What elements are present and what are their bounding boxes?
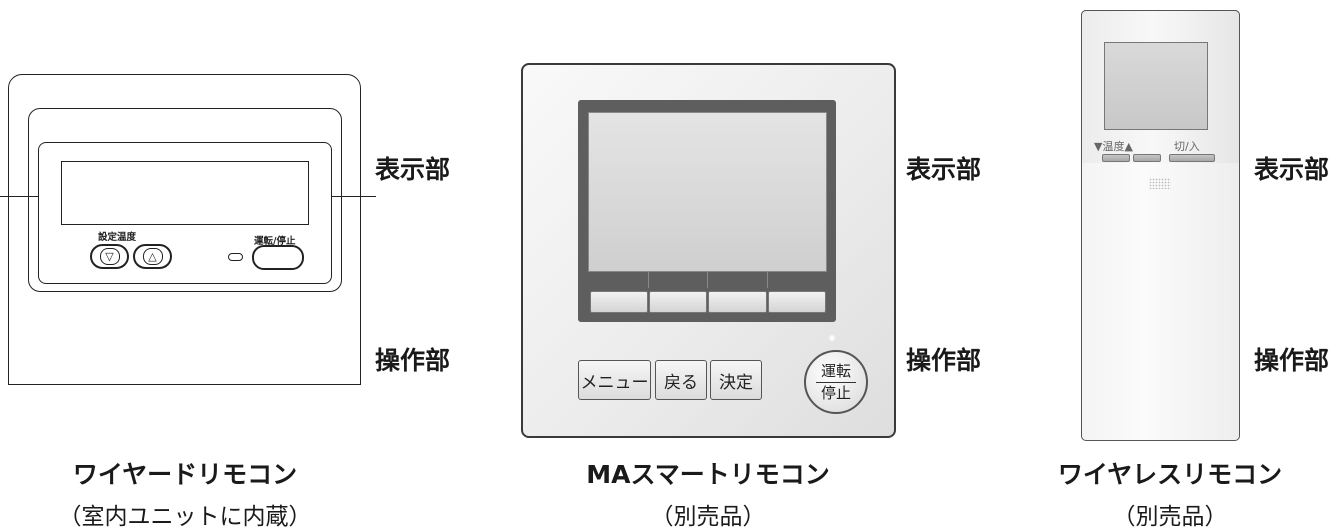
wireless-power-label: 切/入 bbox=[1174, 140, 1200, 153]
wired-display-section-label: 表示部 bbox=[375, 155, 451, 184]
back-button[interactable]: 戻る bbox=[655, 360, 707, 400]
ma-run-stop-divider bbox=[816, 381, 856, 383]
run-stop-label: 運転/停止 bbox=[254, 236, 296, 247]
wireless-temp-down-button[interactable] bbox=[1102, 154, 1130, 162]
ma-indicator-lamp bbox=[828, 334, 836, 342]
set-temperature-label: 設定温度 bbox=[98, 232, 137, 243]
ma-run-stop-button[interactable]: 運転 停止 bbox=[804, 350, 868, 414]
wireless-temp-label: ▼温度▲ bbox=[1094, 140, 1133, 153]
ma-function-key-3[interactable] bbox=[708, 291, 767, 313]
wireless-remote-name: ワイヤレスリモコン bbox=[1057, 460, 1283, 489]
ma-function-key-2[interactable] bbox=[649, 291, 707, 313]
status-led bbox=[228, 253, 243, 261]
ma-stop-label: 停止 bbox=[820, 383, 851, 402]
temp-up-button[interactable]: △ bbox=[133, 244, 172, 269]
run-stop-button[interactable] bbox=[252, 245, 304, 270]
wired-operation-section-label: 操作部 bbox=[375, 346, 451, 375]
wired-remote-display bbox=[61, 161, 309, 225]
ma-key-separator bbox=[648, 272, 649, 288]
ma-function-key-4[interactable] bbox=[768, 291, 826, 313]
enter-button[interactable]: 決定 bbox=[710, 360, 762, 400]
ma-display-section-label: 表示部 bbox=[906, 155, 982, 184]
wireless-power-button[interactable] bbox=[1169, 154, 1215, 162]
ma-operation-section-label: 操作部 bbox=[906, 346, 982, 375]
ma-display bbox=[588, 112, 827, 272]
wireless-sensor-grid bbox=[1149, 178, 1171, 189]
wireless-operation-section-label: 操作部 bbox=[1254, 346, 1330, 375]
wireless-display bbox=[1104, 42, 1208, 130]
ma-key-separator bbox=[707, 272, 708, 288]
ma-function-key-1[interactable] bbox=[590, 291, 648, 313]
wireless-remote-note: （別売品） bbox=[1112, 504, 1228, 530]
triangle-down-icon: ▽ bbox=[99, 248, 120, 265]
wired-remote-note: （室内ユニットに内蔵） bbox=[58, 504, 312, 530]
ma-remote-note: （別売品） bbox=[650, 504, 766, 530]
menu-button[interactable]: メニュー bbox=[578, 360, 651, 400]
ma-run-label: 運転 bbox=[820, 362, 851, 380]
ma-remote-caption: MAスマートリモコン （別売品） bbox=[548, 455, 868, 531]
triangle-up-icon: △ bbox=[142, 248, 163, 265]
wireless-display-section-label: 表示部 bbox=[1254, 155, 1330, 184]
wireless-temp-up-button[interactable] bbox=[1133, 154, 1161, 162]
ma-key-separator bbox=[767, 272, 768, 288]
ma-remote-name: MAスマートリモコン bbox=[586, 460, 830, 489]
wired-remote-name: ワイヤードリモコン bbox=[72, 460, 298, 489]
temp-down-button[interactable]: ▽ bbox=[90, 244, 129, 269]
